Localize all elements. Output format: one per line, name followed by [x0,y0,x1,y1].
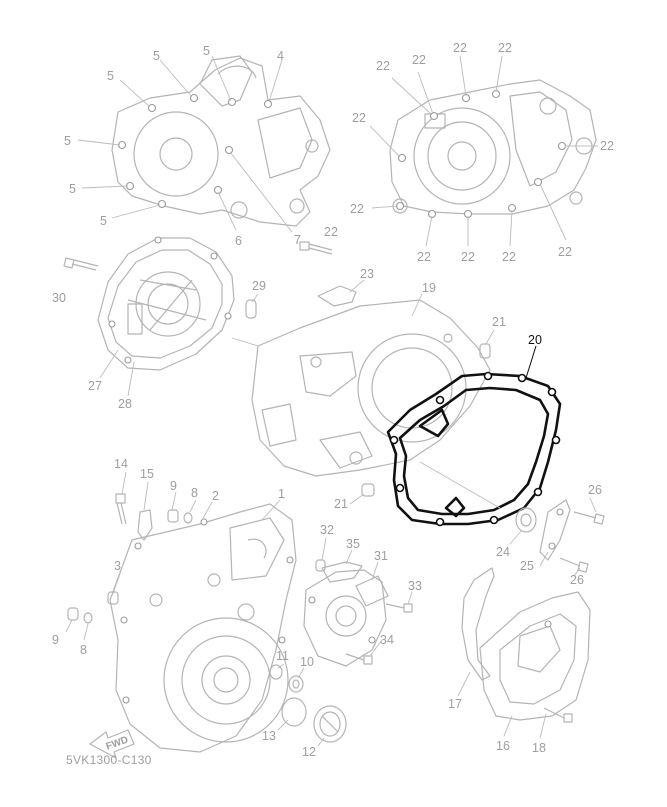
callout: 30 [52,291,66,305]
callout: 5 [107,69,114,83]
callout: 28 [118,397,132,411]
bolts-26 [559,497,605,577]
callout: 22 [412,53,426,67]
plugs-10-13 [269,663,347,747]
callout: 15 [140,467,154,481]
callout: 1 [278,487,285,501]
small-parts-left [65,471,197,641]
callout: 14 [114,457,128,471]
bolt-22-mid [299,241,333,255]
callout: 32 [320,523,334,537]
callout: 16 [496,739,510,753]
callout: 4 [277,49,284,63]
callout: 5 [69,182,76,196]
callout: 19 [422,281,436,295]
callout: 17 [448,697,462,711]
callout: 21 [334,497,348,511]
dowel-29 [245,293,259,319]
dowels-21 [349,329,495,505]
callout: 22 [558,245,572,259]
clutch-cover-gasket-20 [386,345,562,527]
callout: 8 [80,643,87,657]
callout: 5 [203,44,210,58]
callout: 35 [346,537,360,551]
seal-24 [509,507,537,545]
callout: 9 [170,479,177,493]
callout: 6 [235,234,242,248]
callout: 22 [502,250,516,264]
callout: 22 [498,41,512,55]
callout: 10 [300,655,314,669]
callout: 12 [302,745,316,759]
callout: 29 [252,279,266,293]
callout: 18 [532,741,546,755]
callout: 22 [350,202,364,216]
callout: 25 [520,559,534,573]
callout: 21 [492,315,506,329]
bracket-25 [539,499,571,567]
callout: 13 [262,729,276,743]
callout: 31 [374,549,388,563]
callout: 8 [191,486,198,500]
forward-arrow-icon: FWD [89,729,135,759]
cover-17 [457,567,495,697]
callout: 2 [212,489,219,503]
callout: 3 [114,559,121,573]
callout: 22 [453,41,467,55]
crankcase-right-view [369,55,598,247]
callout: 24 [496,545,510,559]
callout: 22 [600,139,614,153]
callout: 34 [380,633,394,647]
callout: 22 [324,225,338,239]
callout: 7 [294,233,301,247]
callout: 22 [417,250,431,264]
bolt-30 [63,257,99,271]
callout: 26 [570,573,584,587]
crankcase-body-19 [251,293,491,477]
bolt-18 [539,707,573,739]
crankcase-left-view [77,55,331,233]
guard-16 [479,591,591,737]
callout: 5 [153,49,160,63]
clamp-23 [317,279,365,307]
callout: 22 [352,111,366,125]
callout: 5 [64,134,71,148]
callout-highlighted: 20 [528,333,542,347]
callout: 27 [88,379,102,393]
cover-27-28 [97,236,235,397]
callout: 26 [588,483,602,497]
callout: 23 [360,267,374,281]
callout: 5 [100,214,107,228]
water-pump-31 [303,537,413,667]
callout: 11 [276,649,289,663]
callout-labels: 5 5 5 4 5 5 5 6 7 22 22 22 22 22 22 22 2… [52,41,614,759]
crankcase-cover-1 [109,499,297,753]
callout: 22 [376,59,390,73]
diagram-reference-code: 5VK1300-C130 [66,753,152,767]
callout: 33 [408,579,422,593]
callout: 22 [461,250,475,264]
callout: 9 [52,633,59,647]
